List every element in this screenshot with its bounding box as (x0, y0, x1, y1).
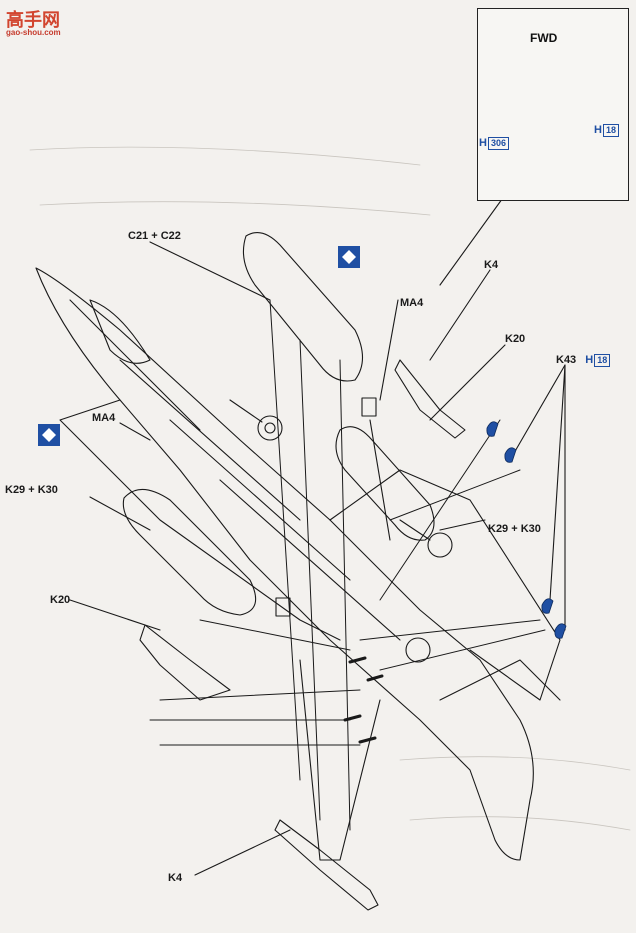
canopy (89, 299, 151, 364)
bolt-3 (348, 656, 367, 664)
k43-part-4 (554, 623, 567, 639)
k43-part-3 (541, 598, 554, 614)
drop-tank-center (335, 426, 435, 541)
pylon-right (394, 359, 466, 439)
wing-right (329, 469, 561, 701)
label-ma4-top: MA4 (400, 297, 424, 309)
fuel-tank-left (122, 488, 257, 616)
k43-parts (486, 421, 567, 639)
label-k29-k30-left: K29 + K30 (5, 484, 58, 496)
label-ma4-left: MA4 (92, 412, 116, 424)
k43-part-2 (504, 447, 517, 463)
gear-wheel-right (427, 532, 453, 558)
label-k4-bottom: K4 (168, 872, 183, 884)
grille-lower (275, 597, 291, 617)
label-k29-k30-right: K29 + K30 (488, 523, 541, 535)
gear-wheel-upper (257, 415, 283, 441)
assembly-arrows (149, 299, 546, 831)
bolt-2 (358, 736, 377, 744)
label-k20-left: K20 (50, 594, 71, 606)
grille-upper (361, 397, 377, 417)
drop-tank-upper (242, 232, 364, 382)
fwd-label: FWD (530, 31, 558, 45)
fuselage (35, 267, 534, 861)
k43-part-1 (486, 421, 499, 437)
tail-fin (299, 659, 381, 861)
label-k4-top: K4 (484, 259, 499, 271)
label-k20-top: K20 (505, 333, 526, 345)
pylon-left (139, 624, 231, 701)
ma4-markers (38, 246, 360, 446)
label-c21-c22: C21 + C22 (128, 230, 181, 242)
inset-detail-box: FWD (477, 8, 629, 201)
wing-left (59, 399, 341, 641)
background-faint-drawing (29, 146, 631, 831)
rail-bottom (274, 819, 379, 911)
watermark-logo: 高手网 gao-shou.com (6, 10, 61, 37)
bolt-4 (366, 674, 384, 682)
bolt-1 (343, 714, 362, 722)
gear-wheel-lower (405, 637, 431, 663)
